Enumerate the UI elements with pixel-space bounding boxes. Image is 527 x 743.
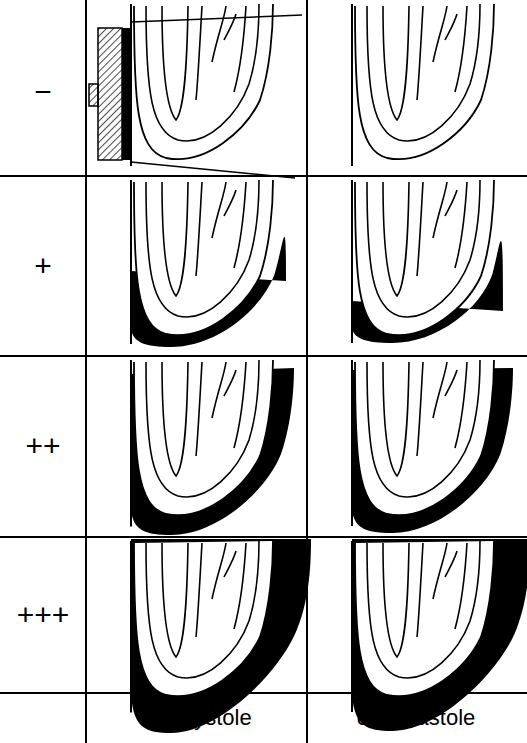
scan-line (351, 360, 353, 526)
heart-wall (455, 362, 467, 448)
heart-wall (162, 362, 188, 476)
heart-drawing (352, 539, 527, 731)
epicardium (355, 541, 494, 696)
heart-fill (355, 4, 494, 159)
heart-wall (196, 6, 202, 100)
scan-line (351, 541, 353, 712)
scan-line (351, 4, 353, 166)
grid-line (0, 536, 527, 538)
heart-wall (212, 182, 226, 238)
epicardium (134, 4, 273, 159)
epicardium (355, 180, 494, 335)
heart-wall (367, 4, 480, 141)
heart-wall (433, 6, 447, 62)
grid-line (0, 355, 527, 357)
transducer-cable (89, 84, 98, 106)
heart-wall (383, 6, 409, 120)
heart-wall (455, 182, 467, 268)
heart-wall (146, 541, 259, 678)
heart-wall (383, 362, 409, 476)
heart-drawing (131, 360, 294, 535)
scan-line (130, 4, 132, 166)
transducer (89, 15, 302, 178)
heart-fill (355, 360, 494, 515)
heart-wall (455, 543, 467, 629)
heart-wall (367, 180, 480, 317)
epicardium (355, 360, 494, 515)
heart-drawing (352, 360, 513, 533)
heart-wall (433, 362, 447, 418)
heart-wall (212, 543, 226, 599)
epicardium (134, 180, 273, 335)
transducer-face (122, 28, 130, 160)
epicardium (355, 4, 494, 159)
heart-wall (196, 362, 202, 456)
heart-wall (417, 362, 423, 456)
heart-wall (234, 543, 246, 629)
heart-wall (455, 6, 467, 92)
heart-wall (445, 14, 457, 40)
heart-wall (224, 190, 236, 216)
heart-wall (196, 182, 202, 276)
heart-drawing (131, 180, 286, 347)
epicardium (134, 541, 273, 696)
effusion (131, 539, 311, 733)
scan-line (130, 360, 132, 527)
heart-wall (146, 4, 259, 141)
grid-line (85, 0, 87, 743)
heart-wall (445, 370, 457, 396)
epicardium (134, 360, 273, 515)
heart-wall (383, 182, 409, 296)
heart-drawing (131, 539, 311, 733)
scan-line (130, 180, 132, 344)
heart-fill (134, 4, 273, 159)
heart-wall (433, 182, 447, 238)
grade-label: ++ (25, 431, 60, 461)
heart-wall (417, 543, 423, 637)
heart-wall (417, 182, 423, 276)
column-header: end diastole (357, 707, 476, 729)
grade-label: − (34, 77, 52, 107)
heart-wall (367, 360, 480, 497)
heart-drawing (131, 4, 273, 166)
grade-label: + (34, 251, 52, 281)
beam-line (131, 162, 295, 178)
heart-wall (417, 6, 423, 100)
heart-wall (146, 360, 259, 497)
heart-wall (212, 362, 226, 418)
effusion (352, 539, 527, 731)
heart-wall (162, 6, 188, 120)
scan-line (351, 180, 353, 343)
heart-wall (224, 551, 236, 577)
beam-line (131, 15, 302, 22)
heart-wall (367, 541, 480, 678)
heart-fill (134, 360, 273, 515)
heart-wall (433, 543, 447, 599)
grid-line (306, 0, 308, 743)
heart-drawing (352, 4, 494, 166)
heart-fill (355, 541, 494, 696)
heart-wall (445, 190, 457, 216)
heart-wall (234, 6, 246, 92)
transducer-body (98, 28, 122, 160)
heart-wall (234, 182, 246, 268)
heart-fill (355, 180, 494, 335)
heart-wall (146, 180, 259, 317)
heart-wall (162, 543, 188, 657)
heart-wall (445, 551, 457, 577)
heart-fill (134, 541, 273, 696)
heart-wall (234, 362, 246, 448)
column-header: end systole (140, 707, 251, 729)
heart-wall (162, 182, 188, 296)
heart-fill (134, 180, 273, 335)
scan-line (130, 541, 132, 713)
heart-drawing (352, 180, 503, 343)
heart-wall (224, 370, 236, 396)
heart-wall (212, 6, 226, 62)
heart-wall (383, 543, 409, 657)
grade-label: +++ (17, 600, 70, 630)
heart-wall (196, 543, 202, 637)
